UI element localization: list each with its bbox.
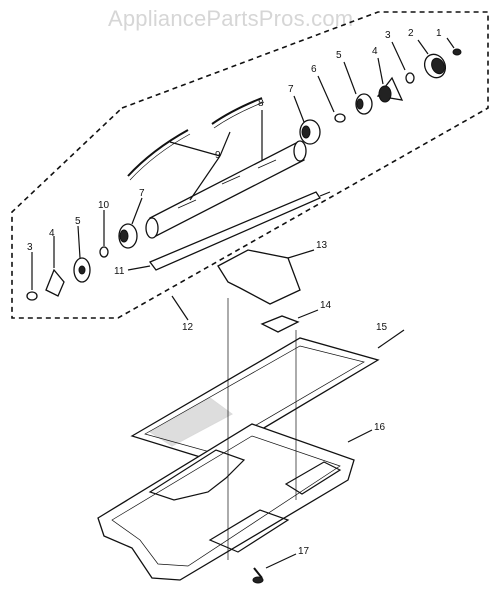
part-17-screw bbox=[252, 553, 297, 584]
label-part-11: 11 bbox=[114, 266, 125, 277]
part-3-washer-upper bbox=[391, 41, 415, 84]
label-part-4: 4 bbox=[372, 46, 378, 57]
label-part-4b: 4 bbox=[49, 228, 55, 239]
part-12-guide bbox=[171, 295, 189, 321]
part-5-disc-lower bbox=[73, 225, 91, 283]
part-2-wheel bbox=[417, 39, 447, 79]
label-part-7: 7 bbox=[288, 84, 294, 95]
label-part-5: 5 bbox=[336, 50, 342, 61]
label-part-8: 8 bbox=[258, 98, 264, 109]
label-part-10: 10 bbox=[98, 200, 110, 211]
part-10-washer bbox=[99, 210, 109, 258]
label-part-16: 16 bbox=[374, 422, 386, 433]
part-4-bearing-upper bbox=[376, 57, 404, 103]
label-part-15: 15 bbox=[376, 322, 388, 333]
label-part-2: 2 bbox=[408, 28, 414, 39]
part-15-plate bbox=[130, 329, 405, 461]
assembly-boundary bbox=[11, 11, 489, 319]
part-6-bearing-small bbox=[317, 75, 346, 123]
watermark: AppliancePartsPros.com bbox=[108, 6, 354, 31]
part-11-belt bbox=[127, 191, 331, 271]
label-part-6: 6 bbox=[311, 64, 317, 75]
part-14-pad bbox=[260, 309, 319, 333]
part-3-washer-lower bbox=[26, 252, 38, 301]
label-part-5b: 5 bbox=[75, 216, 81, 227]
label-part-17: 17 bbox=[298, 546, 310, 557]
label-part-14: 14 bbox=[320, 300, 332, 311]
part-5-disc-upper bbox=[343, 61, 373, 115]
part-16-base bbox=[97, 423, 373, 581]
part-13-gasket bbox=[217, 249, 315, 305]
part-8-brush-roll bbox=[145, 110, 307, 239]
part-4-bearing-lower bbox=[45, 236, 65, 297]
label-part-3b: 3 bbox=[27, 242, 33, 253]
label-part-1: 1 bbox=[436, 28, 442, 39]
part-1-screw bbox=[446, 37, 462, 56]
part-7-end-cap-lower bbox=[118, 197, 143, 249]
label-part-9: 9 bbox=[215, 150, 221, 161]
part-9-brush-strips bbox=[127, 97, 265, 201]
label-part-3: 3 bbox=[385, 30, 391, 41]
label-part-13: 13 bbox=[316, 240, 328, 251]
part-7-end-cap-upper bbox=[293, 95, 321, 145]
label-part-12: 12 bbox=[182, 322, 194, 333]
label-part-7b: 7 bbox=[139, 188, 145, 199]
